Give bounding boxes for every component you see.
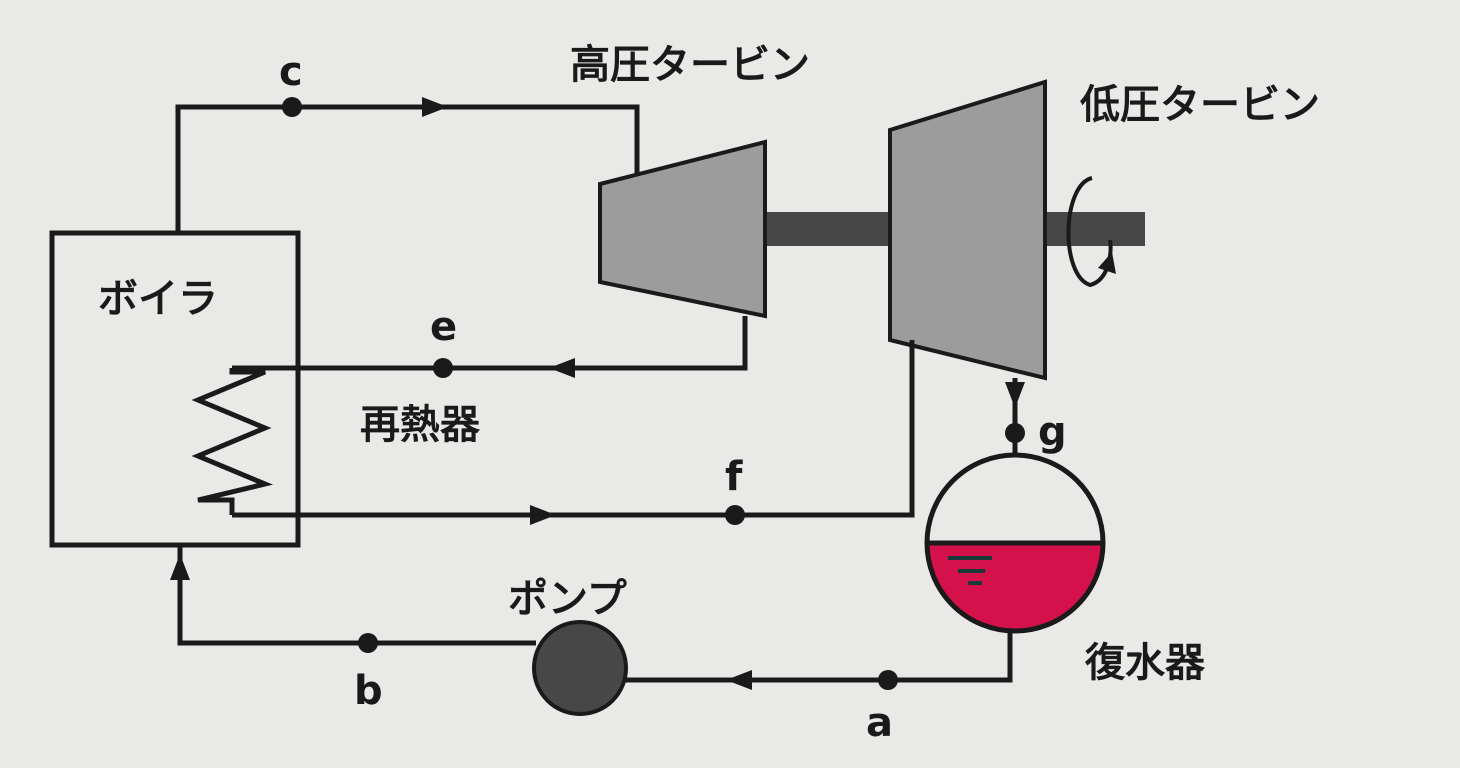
boiler <box>49 230 301 548</box>
point-f-label: f <box>725 454 743 500</box>
point-c-label: c <box>279 49 303 95</box>
point-a <box>878 670 898 690</box>
point-g-label: g <box>1038 409 1067 455</box>
flow-arrow-icon <box>530 505 556 525</box>
flow-arrow-icon <box>1005 382 1025 408</box>
condenser-water <box>927 543 1103 631</box>
point-f <box>725 505 745 525</box>
boiler-label: ボイラ <box>98 276 218 322</box>
point-c <box>282 97 302 117</box>
point-e <box>433 358 453 378</box>
flow-arrow-icon <box>422 97 448 117</box>
reheater-label: 再熱器 <box>360 402 481 448</box>
point-b-label: b <box>354 668 383 714</box>
pump-label: ポンプ <box>508 576 627 622</box>
rotation-arrowhead-icon <box>1098 252 1116 274</box>
pipe-boiler-to-hp <box>175 104 640 233</box>
reheater-coil <box>191 368 274 515</box>
pipe-reheater-to-lp <box>232 340 915 518</box>
lp-turbine-label: 低圧タービン <box>1080 82 1320 128</box>
hp-turbine-label: 高圧タービン <box>570 42 810 88</box>
point-a-label: a <box>866 700 893 746</box>
pump <box>532 620 628 716</box>
condenser-label: 復水器 <box>1084 640 1206 686</box>
hp-turbine <box>598 139 767 319</box>
pipe-hp-to-reheater <box>232 316 748 371</box>
flow-arrow-icon <box>170 554 190 580</box>
flow-arrow-icon <box>549 358 575 378</box>
pipe-condenser-to-pump <box>620 631 1013 683</box>
lp-turbine <box>888 79 1047 381</box>
point-b <box>358 633 378 653</box>
flow-arrow-icon <box>726 670 752 690</box>
water-level-icon <box>948 556 992 585</box>
pipe-pump-to-boiler <box>177 545 536 646</box>
point-e-label: e <box>430 304 457 350</box>
point-g <box>1005 423 1025 443</box>
